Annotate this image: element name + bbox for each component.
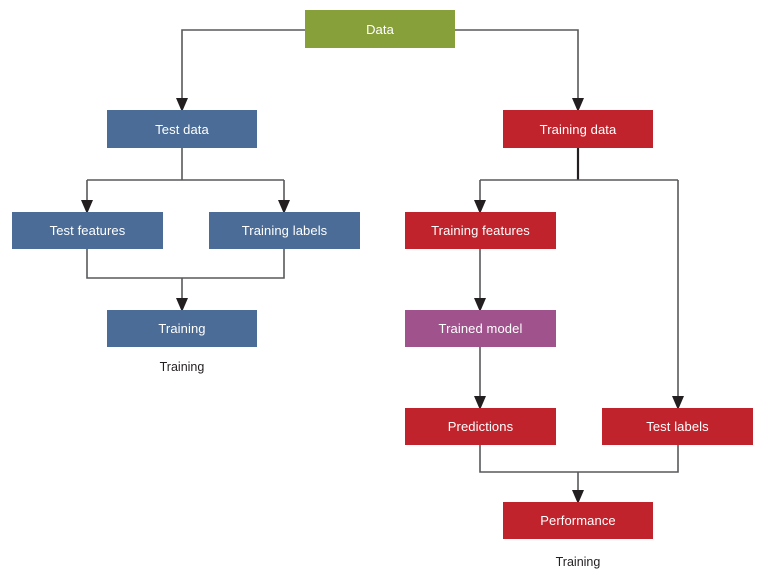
edge-merge-to-performance xyxy=(479,445,679,504)
edge-data-to-test-data xyxy=(176,29,305,112)
edge-trained-model-to-predictions xyxy=(474,347,486,410)
node-test-labels[interactable]: Test labels xyxy=(602,408,753,445)
node-data[interactable]: Data xyxy=(305,10,455,48)
edge-split-to-test-features xyxy=(81,180,93,214)
node-training-features[interactable]: Training features xyxy=(405,212,556,249)
edge-split-to-test-labels xyxy=(672,180,684,410)
node-predictions[interactable]: Predictions xyxy=(405,408,556,445)
node-test-data[interactable]: Test data xyxy=(107,110,257,148)
caption-left-training: Training xyxy=(159,360,205,374)
node-trained-model[interactable]: Trained model xyxy=(405,310,556,347)
node-training[interactable]: Training xyxy=(107,310,257,347)
edge-merge-to-training xyxy=(86,249,285,312)
edge-training-features-to-trained-model xyxy=(474,249,486,312)
edge-split-to-training-labels xyxy=(278,180,290,214)
node-performance[interactable]: Performance xyxy=(503,502,653,539)
node-training-data[interactable]: Training data xyxy=(503,110,653,148)
node-training-labels[interactable]: Training labels xyxy=(209,212,360,249)
caption-right-training: Training xyxy=(555,555,601,569)
edge-test-data-to-split xyxy=(87,148,284,181)
edge-data-to-training-data xyxy=(455,29,584,112)
edge-training-data-to-split xyxy=(480,148,678,181)
edge-split-to-training-features xyxy=(474,180,486,214)
node-test-features[interactable]: Test features xyxy=(12,212,163,249)
